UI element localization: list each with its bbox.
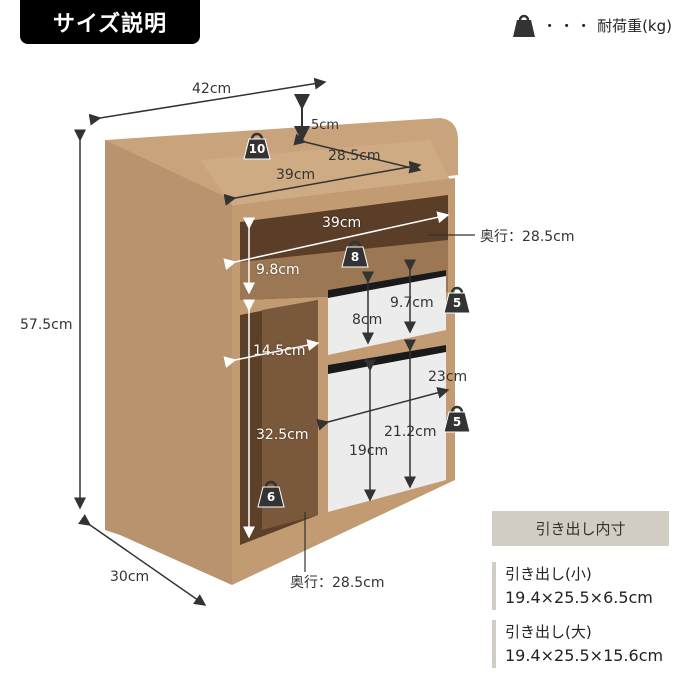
small-opening-height-label: 9.7cm [390,295,434,311]
legend-label: 耐荷重(kg) [597,16,672,35]
weight-icon [443,405,471,433]
weight-badge-shelf: 8 [341,238,369,268]
weight-icon [513,14,536,37]
drawer-spec-small: 引き出し(小) 19.4×25.5×6.5cm [492,562,690,610]
weight-legend: ・・・ 耐荷重(kg) [512,12,672,38]
weight-icon [243,132,271,160]
drawer-spec-name: 引き出し(大) [505,623,592,641]
top-rail-height-label: 5cm [311,118,340,133]
page-title: サイズ説明 [20,0,200,44]
small-drawer-height-label: 8cm [352,312,383,328]
shelf-height-label: 9.8cm [256,262,300,278]
large-opening-height-label: 21.2cm [384,424,437,440]
left-height-label: 32.5cm [256,427,309,443]
left-width-label: 14.5cm [253,343,306,359]
shelf-width-label: 39cm [322,215,362,231]
drawer-spec-size: 19.4×25.5×6.5cm [505,588,653,607]
drawer-spec-size: 19.4×25.5×15.6cm [505,646,664,665]
weight-badge-small-drawer: 5 [443,284,471,314]
height-total-label: 57.5cm [20,317,73,333]
weight-icon [443,286,471,314]
weight-icon [257,480,285,508]
legend-dots: ・・・ [542,16,594,35]
drawer-specs-heading: 引き出し内寸 [492,511,669,546]
bottom-depth-label: 奥行：28.5cm [290,575,385,591]
width-total-label: 42cm [192,81,232,97]
top-depth-label: 28.5cm [328,148,381,164]
drawer-spec-large: 引き出し(大) 19.4×25.5×15.6cm [492,620,690,668]
weight-badge-large-drawer: 5 [443,403,471,433]
top-width-label: 39cm [276,167,316,183]
drawer-spec-name: 引き出し(小) [505,565,592,583]
shelf-depth-label: 奥行：28.5cm [480,229,575,245]
weight-badge-top: 10 [243,130,271,160]
large-drawer-width-label: 23cm [428,369,468,385]
large-drawer-height-label: 19cm [349,443,389,459]
weight-icon [341,240,369,268]
depth-total-label: 30cm [110,569,150,585]
weight-badge-left-cubby: 6 [257,478,285,508]
